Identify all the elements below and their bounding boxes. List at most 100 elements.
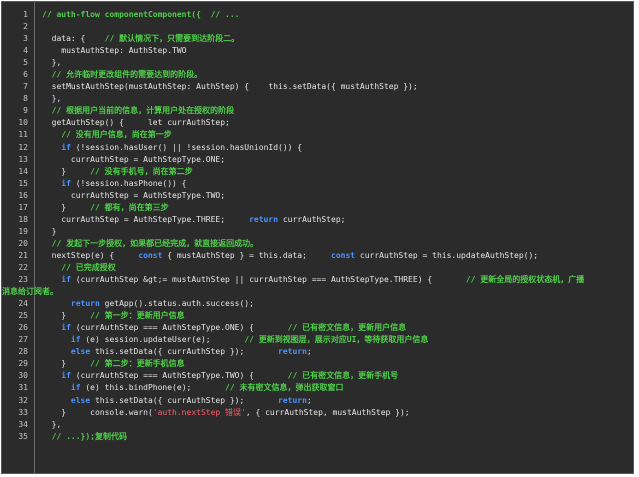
line-number: 18: [18, 214, 28, 224]
code-token: (e) this.bindPhone(e);: [80, 383, 226, 393]
code-text: } // 第二步：更新手机信息: [42, 358, 629, 370]
code-keyword: else: [70, 395, 91, 405]
line-number: 5: [23, 58, 28, 68]
code-text: else this.setData({ currAuthStep }); ret…: [42, 395, 629, 407]
code-comment: // 允许临时更改组件的需要达到的阶段。: [42, 70, 203, 80]
code-token: (currAuthStep &gt;= mustAuthStep || curr…: [70, 275, 466, 285]
code-keyword: return: [249, 214, 279, 224]
code-text: currAuthStep = AuthStepType.ONE;: [42, 154, 629, 166]
code-token: },: [42, 419, 62, 429]
code-text: },: [42, 57, 629, 69]
code-token: ;: [306, 395, 312, 405]
code-line: 25 } // 第一步：更新用户信息: [2, 310, 633, 322]
code-token: nextStep(e) {: [42, 250, 139, 260]
code-token: , { currAuthStep, mustAuthStep });: [245, 407, 410, 417]
code-token: (!session.hasUser() || !session.hasUnion…: [70, 142, 303, 152]
line-number: 23: [18, 275, 28, 285]
code-line: 27 if (e) session.updateUser(e); // 更新到视…: [2, 334, 633, 346]
line-number: 8: [23, 94, 28, 104]
code-keyword: else: [70, 347, 91, 357]
code-token: (currAuthStep === AuthStepType.ONE) {: [70, 323, 288, 333]
code-text: if (!session.hasPhone()) {: [42, 178, 629, 190]
line-number: 3: [23, 34, 28, 44]
line-number: 12: [18, 142, 28, 152]
code-token: [42, 347, 71, 356]
line-number: 15: [18, 178, 28, 188]
code-line: 20 // 发起下一步授权，如果都已经完成，就直接返回成功。: [2, 238, 633, 250]
line-number: 31: [18, 383, 28, 393]
code-line: 5 },: [2, 57, 633, 69]
code-token: currAuthStep = this.updateAuthStep();: [355, 250, 539, 260]
code-text: } console.warn('auth.nextStep 错误', { cur…: [42, 407, 629, 419]
code-keyword: return: [70, 299, 100, 309]
line-number: 26: [18, 323, 28, 333]
line-number: 2: [23, 22, 28, 32]
code-text: if (currAuthStep === AuthStepType.ONE) {…: [42, 322, 629, 334]
code-token: [42, 432, 52, 441]
code-line: 13 currAuthStep = AuthStepType.ONE;: [2, 154, 633, 166]
code-text: // auth-flow componentComponent({ // ...: [42, 9, 629, 21]
code-line: 22 // 已完成授权: [2, 262, 633, 274]
code-text: currAuthStep = AuthStepType.THREE; retur…: [42, 214, 629, 226]
code-token: ;: [306, 347, 312, 357]
code-token: [42, 299, 71, 308]
code-token: currAuthStep;: [278, 214, 346, 224]
code-token: [42, 396, 71, 405]
line-number: 17: [18, 202, 28, 212]
code-line: 19 }: [2, 226, 633, 238]
line-number: 34: [18, 419, 28, 429]
line-number: 6: [23, 70, 28, 80]
line-number: 33: [18, 407, 28, 417]
code-token: } console.warn(: [42, 407, 153, 417]
line-number: 24: [18, 299, 28, 309]
code-line: 33 } console.warn('auth.nextStep 错误', { …: [2, 407, 633, 419]
code-text: currAuthStep = AuthStepType.TWO;: [42, 190, 629, 202]
code-comment: // 默认情况下，只需要到达阶段二。: [104, 34, 240, 44]
code-comment: // 更新到视图层，展示对应UI，等待获取用户信息: [244, 335, 429, 345]
code-token: this.setData({ currAuthStep });: [90, 347, 279, 357]
line-number: 9: [23, 106, 28, 116]
code-comment: // 没有用户信息，尚在第一步: [42, 130, 172, 140]
code-comment: // auth-flow componentComponent({ // ...: [42, 10, 240, 19]
code-line: 1// auth-flow componentComponent({ // ..…: [2, 9, 633, 21]
code-line: 8 },: [2, 93, 633, 105]
code-token: (!session.hasPhone()) {: [70, 178, 187, 188]
code-keyword: if: [61, 178, 71, 188]
code-token: [42, 275, 61, 284]
code-line: 10 getAuthStep() { let currAuthStep;: [2, 117, 633, 129]
line-number-gutter: [2, 2, 35, 473]
code-comment: // 已有密文信息，更新手机号: [287, 371, 399, 381]
code-comment: // 没有手机号，尚在第二步: [90, 166, 193, 176]
code-keyword: const: [331, 250, 356, 260]
code-token: [42, 335, 71, 344]
code-token: }: [42, 226, 57, 236]
line-number: 22: [18, 262, 28, 272]
line-number: 11: [18, 130, 28, 140]
code-line: 9 // 根据用户当前的信息，计算用户处在授权的阶段: [2, 105, 633, 117]
code-token: currAuthStep = AuthStepType.ONE;: [42, 154, 226, 164]
code-text: } // 第一步：更新用户信息: [42, 310, 629, 322]
code-keyword: return: [278, 395, 307, 405]
code-comment: // ...});复制代码: [51, 431, 127, 441]
code-token: }: [42, 359, 91, 369]
code-text: if (currAuthStep &gt;= mustAuthStep || c…: [42, 274, 629, 286]
code-keyword: if: [61, 142, 71, 152]
code-line: 3 data: { // 默认情况下，只需要到达阶段二。: [2, 33, 633, 45]
code-comment: // 都有，尚在第三步: [90, 202, 169, 212]
code-token: getAuthStep() { let currAuthStep;: [42, 118, 230, 128]
code-comment: // 已有密文信息，更新用户信息: [287, 323, 407, 333]
code-keyword: const: [138, 250, 163, 260]
code-token: [42, 179, 61, 188]
code-keyword: if: [61, 275, 71, 285]
line-number: 16: [18, 190, 28, 200]
code-line: 18 currAuthStep = AuthStepType.THREE; re…: [2, 214, 633, 226]
code-text: if (e) session.updateUser(e); // 更新到视图层，…: [42, 334, 629, 346]
line-number: 10: [18, 118, 28, 128]
code-token: this.setData({ currAuthStep });: [90, 395, 279, 405]
code-line: 34 },: [2, 419, 633, 431]
line-number: 28: [18, 347, 28, 357]
code-line: 11 // 没有用户信息，尚在第一步: [2, 129, 633, 141]
code-comment: // 发起下一步授权，如果都已经完成，就直接返回成功。: [42, 238, 259, 248]
code-text: // ...});复制代码: [42, 431, 629, 443]
code-comment: // 第一步：更新用户信息: [90, 311, 185, 321]
